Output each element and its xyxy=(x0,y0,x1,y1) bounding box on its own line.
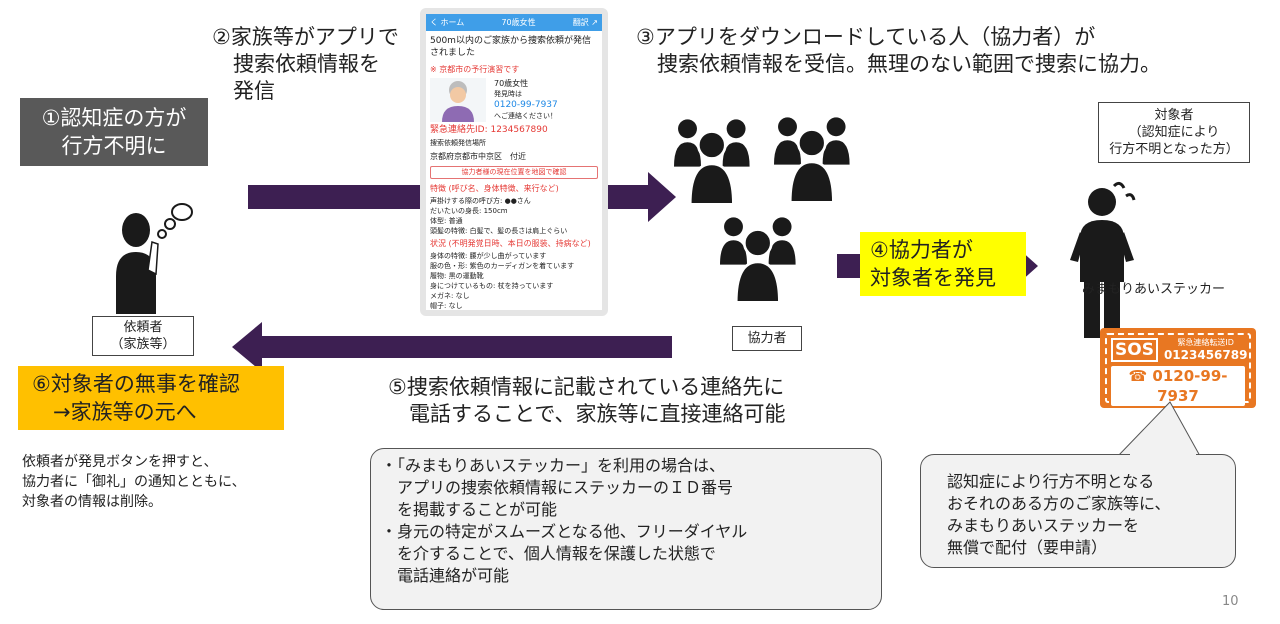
sticker-id: 0123456789 xyxy=(1163,348,1248,362)
app-person-name: 70歳女性 xyxy=(494,79,529,88)
app-title: 70歳女性 xyxy=(501,18,536,27)
page-number: 10 xyxy=(1222,594,1239,609)
app-person-info: 70歳女性 発見時は 0120-99-7937 へご連絡ください！ xyxy=(494,78,558,122)
app-feature-head: 特徴 (呼び名、身体特徴、来行など) xyxy=(430,184,559,193)
app-map-button[interactable]: 協力者様の現在位置を地図で確認 xyxy=(430,166,598,179)
requester-thinking-icon xyxy=(116,203,193,314)
app-emergency-id: 緊急連絡先ID: 1234567890 xyxy=(430,125,548,135)
app-back-button[interactable]: く ホーム xyxy=(430,18,465,27)
step-5-text: ⑤捜索依頼情報に記載されている連絡先に 電話することで、家族等に直接連絡可能 xyxy=(388,375,786,426)
app-features: 声掛けする際の呼び方: ●●さん だいたいの身長: 150cm 体型: 普通 頭… xyxy=(430,197,568,235)
sticker-inner: SOS 緊急連絡転送ID 0123456789 ☎ 0120-99-7937 xyxy=(1105,333,1251,406)
step-3-text: ③アプリをダウンロードしている人（協力者）が 捜索依頼情報を受信。無理のない範囲… xyxy=(636,25,1161,76)
app-headline: 500m以内のご家族から捜索依頼が発信されました xyxy=(430,36,591,58)
target-person-icon xyxy=(1070,181,1136,338)
requester-label: 依頼者 （家族等） xyxy=(92,316,194,356)
sticker-id-label: 緊急連絡転送ID xyxy=(1177,338,1234,347)
sticker-caption: みまもりあいステッカー xyxy=(1082,282,1226,297)
app-place: 京都府京都市中京区 付近 xyxy=(430,152,526,161)
phone-icon: ☎ xyxy=(1128,367,1148,385)
step-6-box: ⑥対象者の無事を確認 →家族等の元へ xyxy=(18,366,284,430)
arrow-to-requester xyxy=(232,322,672,372)
note-right-callout: 認知症により行方不明となる おそれのある方のご家族等に、 みまもりあいステッカー… xyxy=(920,454,1236,568)
app-header: く ホーム 70歳女性 翻訳 ↗ xyxy=(426,14,602,31)
app-person-sub: 発見時は xyxy=(494,90,522,98)
app-status: 身体の特徴: 腰が少し曲がっています 服の色・形: 紫色のカーディガンを着ていま… xyxy=(430,252,575,310)
step-1-box: ①認知症の方が 行方不明に xyxy=(20,98,208,166)
app-phone-number[interactable]: 0120-99-7937 xyxy=(494,100,558,110)
cooperators-group-icon xyxy=(672,115,851,304)
app-person-card: 70歳女性 発見時は 0120-99-7937 へご連絡ください！ xyxy=(426,76,602,124)
sticker-sos: SOS xyxy=(1111,338,1158,362)
callout-pointer-joint xyxy=(1130,453,1196,456)
app-screen: く ホーム 70歳女性 翻訳 ↗ 500m以内のご家族から捜索依頼が発信されまし… xyxy=(420,8,608,316)
mimamoriai-sticker: SOS 緊急連絡転送ID 0123456789 ☎ 0120-99-7937 xyxy=(1100,328,1256,408)
step-2-text: ②家族等がアプリで 捜索依頼情報を 発信 xyxy=(212,25,399,103)
target-label: 対象者 （認知症により 行方不明となった方） xyxy=(1098,102,1250,163)
sticker-tel-number: 0120-99-7937 xyxy=(1152,367,1228,405)
note-middle-callout: ・「みまもりあいステッカー」を利用の場合は、 アプリの捜索依頼情報にステッカーの… xyxy=(370,448,882,610)
app-org: ※ 京都市の予行演習です xyxy=(430,65,520,74)
app-translate-button[interactable]: 翻訳 ↗ xyxy=(572,18,598,27)
note-left: 依頼者が発見ボタンを押すと、 協力者に「御礼」の通知とともに、 対象者の情報は削… xyxy=(22,454,246,510)
callout-pointer xyxy=(1116,401,1201,457)
cooperator-label: 協力者 xyxy=(732,326,802,351)
app-place-label: 捜索依頼発信場所 xyxy=(430,139,486,147)
elderly-woman-avatar-icon xyxy=(430,78,486,122)
app-call-note: へご連絡ください！ xyxy=(494,112,557,120)
app-status-head: 状況 (不明発覚日時、本日の服装、持病など) xyxy=(430,239,591,248)
sticker-tel: ☎ 0120-99-7937 xyxy=(1111,366,1245,406)
step-4-box: ④協力者が 対象者を発見 xyxy=(860,232,1026,296)
